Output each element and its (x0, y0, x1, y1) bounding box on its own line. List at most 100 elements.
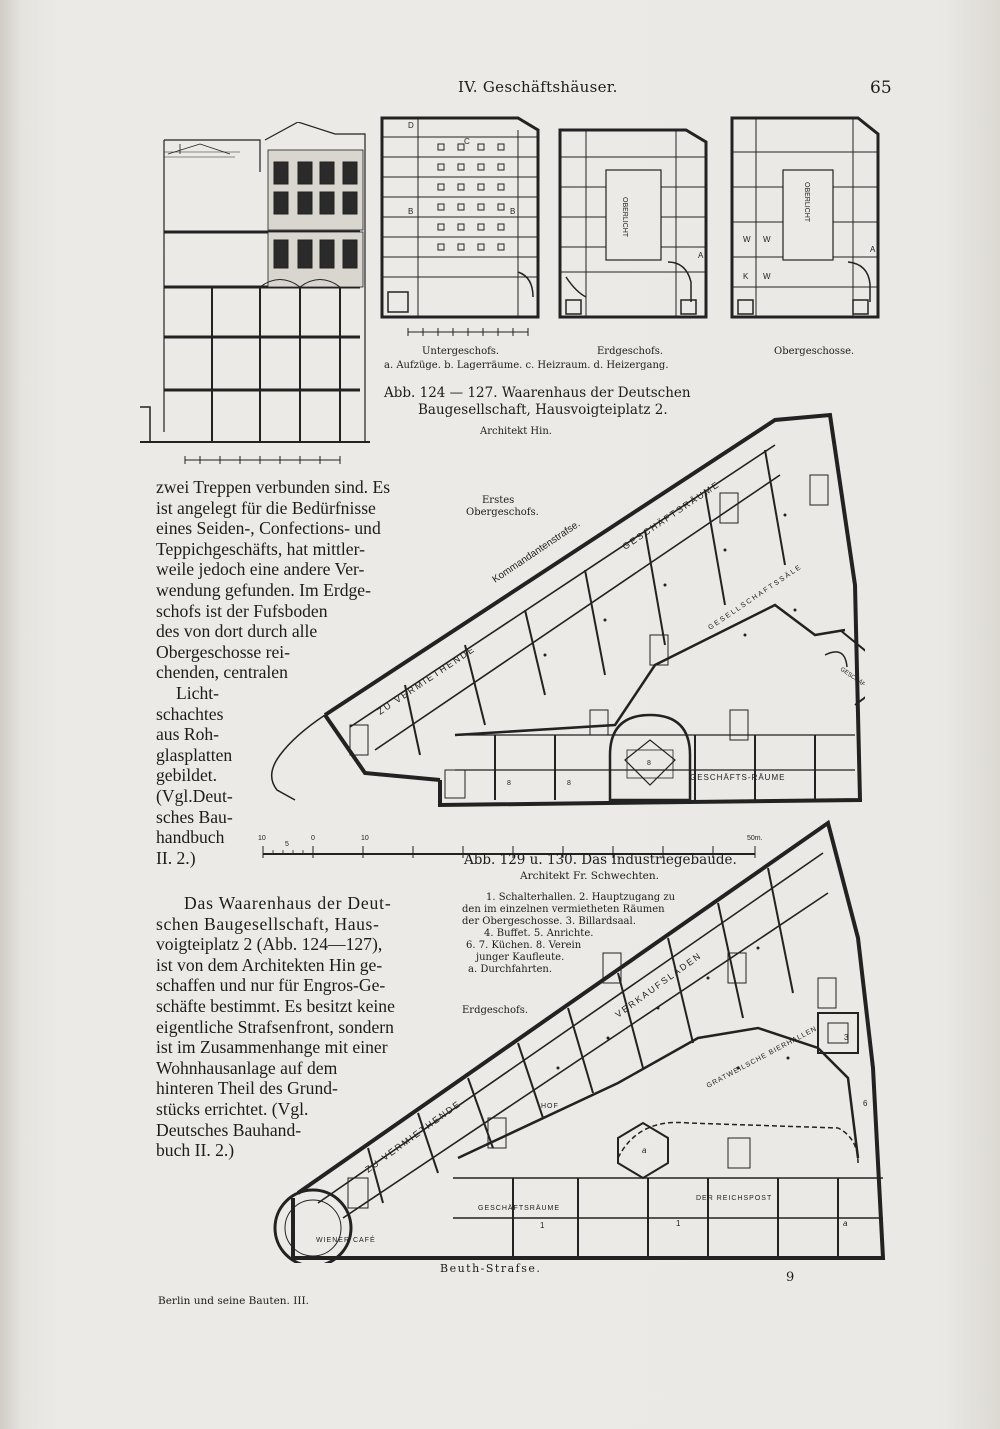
text-line: stücks errichtet. (Vgl. (156, 1098, 309, 1119)
figure-architect-124: Architekt Hin. (480, 426, 552, 437)
text-line: sches Bau- (156, 806, 233, 827)
text-line: Das Waarenhaus der Deut- (184, 893, 392, 913)
room-number-1: 1 (676, 1219, 681, 1228)
text-line: ist von dem Architekten Hin ge- (156, 954, 383, 975)
room-gesellschaftssaele: GESELLSCHAFTSSÄLE (707, 563, 804, 632)
figure-legend-129: 1. Schalterhallen. 2. Hauptzugang zu den… (462, 892, 692, 976)
legend-line: der Obergeschosse. 3. Billardsaal. (462, 916, 636, 927)
footer-source: Berlin und seine Bauten. III. (158, 1295, 310, 1307)
text-line: weile jedoch eine andere Ver- (156, 559, 365, 580)
figure-caption-129: Abb. 129 u. 130. Das Industriegebäude. (464, 852, 737, 868)
plan-mark-a: A (870, 245, 876, 254)
legend-line: a. Durchfahrten. (468, 964, 553, 975)
passage-a: a (843, 1219, 848, 1228)
legend-line: 6. 7. Küchen. 8. Verein (466, 940, 582, 951)
ground-floor-label: Erdgeschofs. (462, 1005, 529, 1016)
text-line: wendung gefunden. Im Erdge- (156, 579, 371, 600)
scale-label: 50m. (747, 835, 763, 842)
scale-label: 5 (285, 841, 289, 848)
room-number-1: 1 (540, 1221, 545, 1230)
plan-mark-a: A (698, 251, 704, 260)
legend-line: den im einzelnen vermietheten Räumen (462, 904, 665, 915)
plan-mark-k: K (743, 272, 749, 281)
label-untergeschoss: Untergeschofs. (422, 346, 500, 357)
plan-obergeschosse (730, 116, 880, 319)
room-der-reichspost: DER REICHSPOST (696, 1195, 772, 1202)
text-line: Deutsches Bauhand- (156, 1119, 302, 1140)
text-line: Obergeschosse rei- (156, 641, 291, 662)
text-line: (Vgl.Deut- (156, 785, 233, 806)
running-head: IV. Geschäftshäuser. (458, 78, 618, 96)
text-line: schachtes (156, 703, 224, 724)
text-line: Wohnhausanlage auf dem (156, 1057, 338, 1078)
room-hof: HOF (541, 1103, 559, 1110)
floor-plan-129-erstes-obergeschoss: ZU VERMIETHENDE GESCHÄFTSRÄUME GESELLSCH… (271, 412, 865, 808)
floor-plans-124-127: B B C D A A W W K W OBERLICHT OBERLICHT (380, 116, 880, 336)
plan-mark-c: C (464, 137, 470, 146)
label-obergeschosse: Obergeschosse. (774, 346, 855, 357)
floor-label-obergeschoss: Obergeschofs. (466, 507, 539, 518)
text-line: schaffen und nur für Engros-Ge- (156, 975, 386, 996)
plan-mark-b: B (408, 207, 413, 216)
room-number-3: 3 (844, 1033, 849, 1042)
page-number: 65 (870, 78, 892, 98)
legend-line: junger Kaufleute. (476, 952, 565, 963)
room-wiener-cafe: WIENER CAFÉ (316, 1235, 376, 1244)
scale-label: 10 (361, 835, 369, 842)
body-paragraph-1: zwei Treppen verbunden sind. Es ist ange… (156, 477, 434, 868)
plan-untergeschoss (380, 116, 540, 319)
text-line: handbuch (156, 827, 225, 848)
figure-architect-129: Architekt Fr. Schwechten. (520, 870, 659, 882)
room-geschaeftsraeume: GESCHÄFTSRÄUME (478, 1204, 560, 1212)
plan-mark-w: W (763, 272, 771, 281)
scale-label: 10 (258, 835, 266, 842)
text-line: ist angelegt für die Bedürfnisse (156, 497, 376, 518)
figure-legend-124: a. Aufzüge. b. Lagerräume. c. Heizraum. … (384, 360, 669, 371)
text-line: chenden, centralen (156, 662, 288, 683)
text-line: hinteren Theil des Grund- (156, 1078, 338, 1099)
room-number-8: 8 (647, 760, 651, 767)
text-line: Teppichgeschäfts, hat mittler- (156, 538, 365, 559)
text-line: schäfte bestimmt. Es besitzt keine (156, 995, 395, 1016)
oberlicht-label: OBERLICHT (621, 197, 628, 238)
text-line: des von dort durch alle (156, 621, 318, 642)
sheet-signature: 9 (786, 1270, 795, 1285)
room-number-8: 8 (507, 780, 511, 787)
text-line: gebildet. (156, 765, 218, 786)
text-line: zwei Treppen verbunden sind. Es (156, 477, 391, 497)
figure-caption-124-line1: Abb. 124 — 127. Waarenhaus der Deutschen (384, 385, 691, 401)
scale-label: 0 (311, 835, 315, 842)
body-paragraph-2: Das Waarenhaus der Deut- schen Baugesell… (156, 893, 436, 1161)
street-label-beuthstrasse: Beuth-Strafse. (440, 1262, 542, 1275)
plan-mark-b: B (510, 207, 515, 216)
building-section-drawing (140, 122, 370, 464)
legend-line: 4. Buffet. 5. Anrichte. (484, 928, 594, 939)
text-line: glasplatten (156, 744, 233, 765)
plan-mark-d: D (408, 121, 414, 130)
floor-plan-130-erdgeschoss: ZU VERMIETHENDE VERKAUFSLADEN GRATWEILSC… (273, 819, 886, 1263)
room-number-6: 6 (863, 1099, 868, 1108)
text-line: schen Baugesellschaft, Haus- (156, 913, 380, 934)
text-line: buch II. 2.) (156, 1140, 235, 1161)
text-line: ist im Zusammenhange mit einer (156, 1037, 388, 1058)
floor-label-erstes: Erstes (482, 495, 515, 506)
text-line: eines Seiden-, Confections- und (156, 518, 381, 539)
room-number-8: 8 (567, 780, 571, 787)
plan-erdgeschoss (558, 128, 708, 319)
text-line: II. 2.) (156, 847, 196, 868)
scale-bar: 10 5 0 10 50m. (258, 835, 763, 858)
passage-a: a (642, 1146, 647, 1155)
plan-mark-w: W (763, 235, 771, 244)
room-geschaefts-raeume-bottom: GESCHÄFTS-RÄUME (690, 773, 785, 782)
legend-line: 1. Schalterhallen. 2. Hauptzugang zu (486, 892, 676, 903)
plan-mark-w: W (743, 235, 751, 244)
text-line: eigentliche Strafsenfront, sondern (156, 1016, 394, 1037)
text-line: voigteiplatz 2 (Abb. 124—127), (156, 934, 383, 955)
text-line: Licht- (176, 682, 219, 703)
text-line: schofs ist der Fufsboden (156, 600, 328, 621)
text-line: aus Roh- (156, 724, 220, 745)
oberlicht-label: OBERLICHT (803, 182, 810, 223)
figure-caption-124-line2: Baugesellschaft, Hausvoigteiplatz 2. (418, 402, 668, 418)
label-erdgeschoss: Erdgeschofs. (597, 346, 664, 357)
